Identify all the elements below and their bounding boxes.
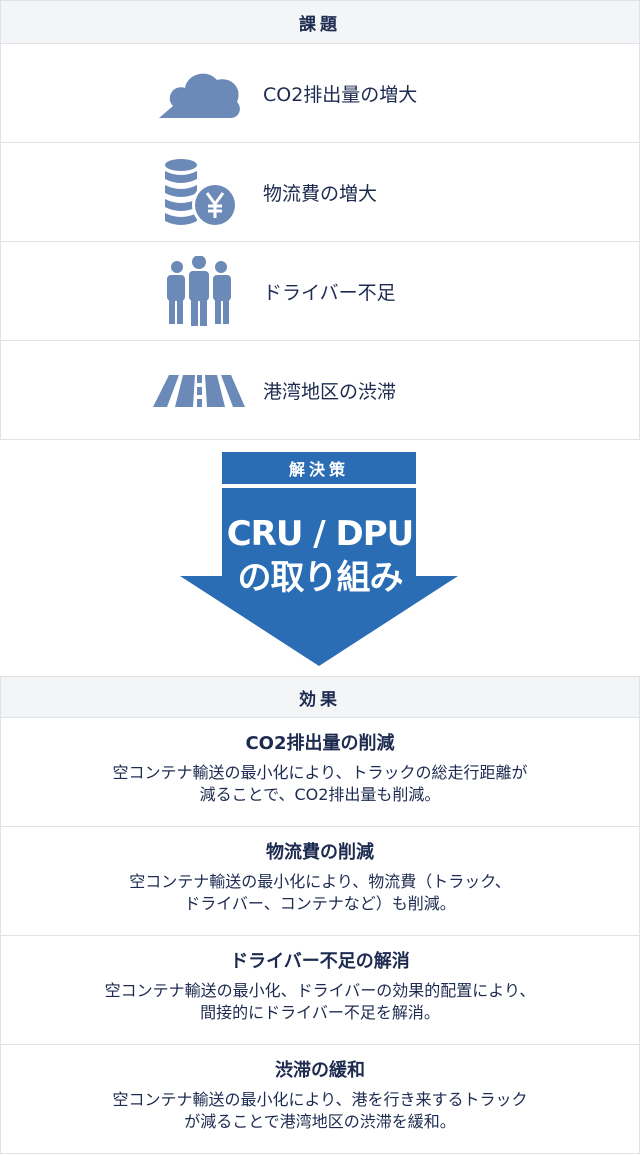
issue-item: CO2排出量の増大 [0, 44, 640, 143]
effect-item: 物流費の削減 空コンテナ輸送の最小化により、物流費（トラック、 ドライバー、コン… [0, 827, 640, 936]
effect-desc-line: 空コンテナ輸送の最小化により、物流費（トラック、 [129, 872, 511, 891]
effect-item: 渋滞の緩和 空コンテナ輸送の最小化により、港を行き来するトラック が減ることで港… [0, 1045, 640, 1154]
people-icon [167, 256, 231, 326]
coins-yen-icon [165, 159, 238, 228]
issues-list: CO2排出量の増大 物流費の増大 [0, 44, 640, 440]
solution-tag: 解決策 [288, 460, 349, 479]
solution-title-line1: CRU / DPU [226, 514, 415, 554]
effect-title: CO2排出量の削減 [245, 733, 395, 754]
effect-desc-line: が減ることで港湾地区の渋滞を緩和。 [184, 1112, 456, 1131]
effect-desc-line: ドライバー、コンテナなど）も削減。 [184, 894, 456, 913]
issue-label: 物流費の増大 [263, 183, 378, 205]
effect-title: 物流費の削減 [266, 842, 374, 863]
road-icon [153, 375, 245, 407]
down-arrow-icon [180, 452, 458, 666]
solution-title-line2: の取り組み [237, 558, 404, 598]
effect-desc-line: 間接的にドライバー不足を解消。 [200, 1003, 440, 1022]
effect-desc-line: 空コンテナ輸送の最小化により、港を行き来するトラック [112, 1090, 528, 1109]
effect-title: 渋滞の緩和 [275, 1060, 365, 1081]
effects-list: 効果 CO2排出量の削減 空コンテナ輸送の最小化により、トラックの総走行距離が … [0, 676, 640, 1154]
issue-label: 港湾地区の渋滞 [263, 381, 397, 403]
issues-header-label: 課題 [299, 14, 341, 35]
effect-description: 空コンテナ輸送の最小化、ドライバーの効果的配置により、 間接的にドライバー不足を… [1, 980, 639, 1024]
effect-item: ドライバー不足の解消 空コンテナ輸送の最小化、ドライバーの効果的配置により、 間… [0, 936, 640, 1045]
effect-desc-line: 空コンテナ輸送の最小化により、トラックの総走行距離が [112, 763, 528, 782]
effect-title: ドライバー不足の解消 [230, 951, 410, 972]
effect-description: 空コンテナ輸送の最小化により、港を行き来するトラック が減ることで港湾地区の渋滞… [1, 1089, 639, 1133]
effect-desc-line: 空コンテナ輸送の最小化、ドライバーの効果的配置により、 [104, 981, 536, 1000]
solution-arrow: 解決策 CRU / DPU の取り組み [0, 440, 640, 676]
issue-item: 物流費の増大 [0, 143, 640, 242]
cloud-icon [159, 73, 240, 118]
issues-header: 課題 [0, 0, 640, 44]
effects-header-label: 効果 [299, 689, 341, 710]
effects-header: 効果 [0, 676, 640, 718]
issue-item: ドライバー不足 [0, 242, 640, 341]
issue-label: CO2排出量の増大 [263, 84, 418, 106]
issue-label: ドライバー不足 [263, 282, 396, 304]
solution-title: CRU / DPU の取り組み [180, 512, 460, 600]
effect-desc-line: 減ることで、CO2排出量も削減。 [199, 785, 441, 804]
effect-item: CO2排出量の削減 空コンテナ輸送の最小化により、トラックの総走行距離が 減るこ… [0, 718, 640, 827]
effect-description: 空コンテナ輸送の最小化により、トラックの総走行距離が 減ることで、CO2排出量も… [1, 762, 639, 806]
effect-description: 空コンテナ輸送の最小化により、物流費（トラック、 ドライバー、コンテナなど）も削… [1, 871, 639, 915]
issue-item: 港湾地区の渋滞 [0, 341, 640, 440]
